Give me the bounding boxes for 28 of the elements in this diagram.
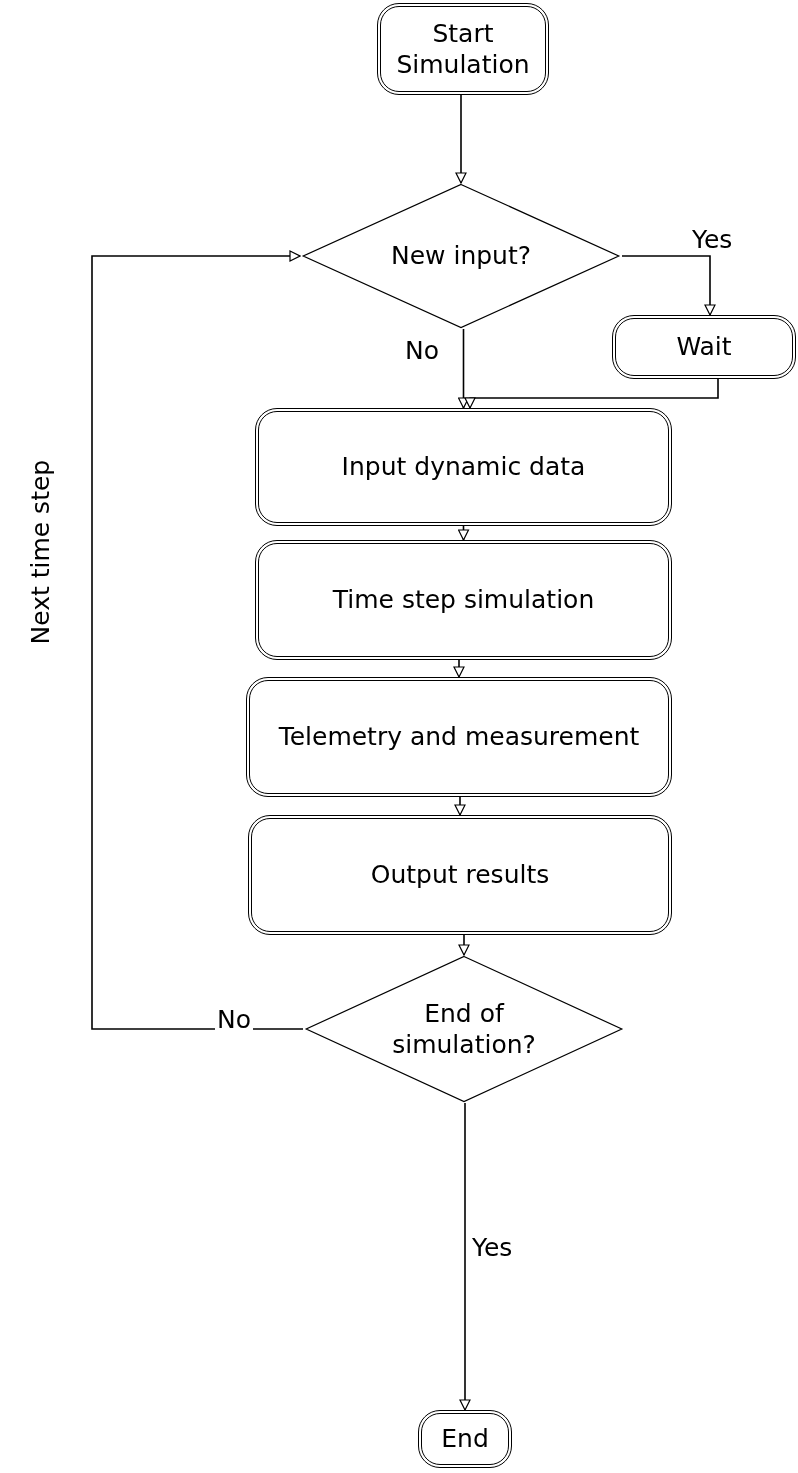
process-box: [255, 540, 672, 660]
arrow: [458, 934, 470, 956]
arrow: [459, 1102, 471, 1411]
arrow: [457, 525, 470, 541]
arrow: [464, 378, 719, 409]
node-text: Start Simulation: [395, 17, 531, 81]
process-box: [418, 1410, 512, 1468]
node-text: End of simulation?: [391, 997, 537, 1061]
arrow: [91, 250, 304, 1030]
node-text: New input?: [390, 240, 532, 272]
process-box: [377, 3, 549, 95]
process-box: [248, 815, 672, 935]
node-text: Wait: [676, 331, 732, 363]
arrow: [457, 328, 470, 409]
arrow: [453, 659, 465, 678]
node-text: Time step simulation: [332, 584, 595, 616]
node-text: End: [441, 1423, 489, 1455]
process-box: [612, 315, 796, 379]
arrow: [455, 94, 467, 184]
node-text: Output results: [370, 859, 550, 891]
node-text: Input dynamic data: [341, 451, 586, 483]
process-box: [246, 677, 672, 797]
arrow: [621, 255, 716, 316]
decision-diamond: [303, 955, 625, 1103]
arrow: [454, 796, 466, 816]
decision-diamond: [300, 183, 622, 329]
node-text: Telemetry and measurement: [278, 721, 640, 753]
process-box: [255, 408, 672, 526]
